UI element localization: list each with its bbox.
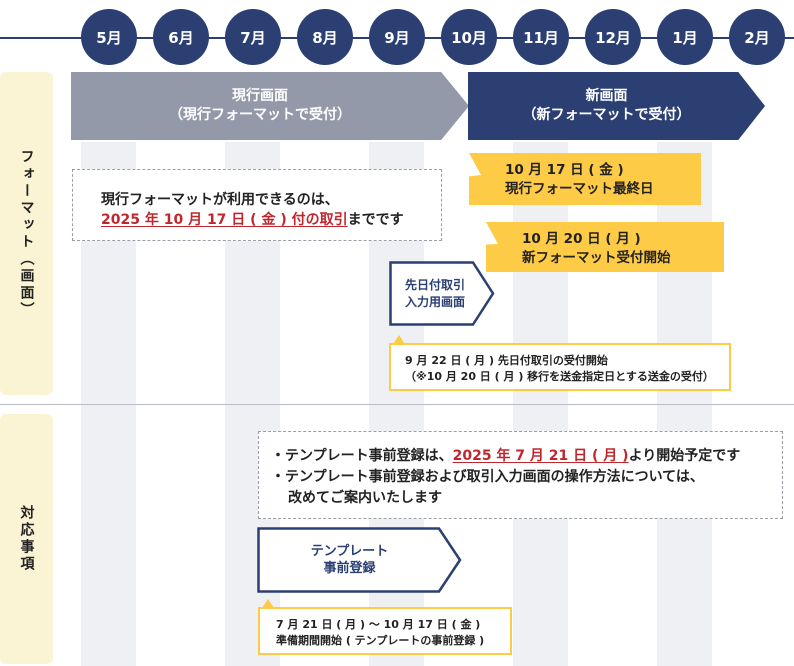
format-note-deadline: 2025 年 10 月 17 日 ( 金 ) 付の取引	[101, 212, 348, 228]
start-callout: 10 月 20 日 ( 月 ) 新フォーマット受付開始	[486, 222, 724, 272]
template-note-line1: 7 月 21 日 ( 月 ) 〜 10 月 17 日 ( 金 )	[276, 618, 481, 631]
template-outline	[257, 527, 462, 593]
month-marker: 9月	[369, 9, 425, 65]
month-marker: 1月	[657, 9, 713, 65]
month-marker: 5月	[81, 9, 137, 65]
month-marker: 8月	[297, 9, 353, 65]
last-day-label: 現行フォーマット最終日	[505, 181, 654, 197]
section-divider	[0, 404, 794, 405]
new-screen-phase: 新画面 （新フォーマットで受付）	[468, 72, 765, 140]
format-note: 現行フォーマットが利用できるのは、 2025 年 10 月 17 日 ( 金 )…	[72, 169, 442, 241]
format-note-line1: 現行フォーマットが利用できるのは、	[101, 192, 339, 208]
template-note-line2: 準備期間開始 ( テンプレートの事前登録 )	[276, 634, 485, 647]
response-b2-line1: ・テンプレート事前登録および取引入力画面の操作方法については、	[271, 469, 704, 485]
response-b1-suffix: より開始予定です	[628, 448, 741, 464]
template-box: テンプレート 事前登録	[257, 527, 462, 593]
response-b2-line2: 改めてご案内いたします	[288, 490, 442, 506]
current-screen-title: 現行画面	[232, 88, 288, 104]
template-line1: テンプレート	[310, 544, 389, 559]
month-marker: 7月	[225, 9, 281, 65]
side-label-format: フォーマット（画面）	[0, 72, 53, 395]
start-label: 新フォーマット受付開始	[522, 250, 671, 266]
template-note: 7 月 21 日 ( 月 ) 〜 10 月 17 日 ( 金 ) 準備期間開始 …	[258, 607, 512, 655]
future-screen-box: 先日付取引 入力用画面	[389, 261, 495, 326]
side-label-format-text: フォーマット（画面）	[18, 148, 35, 319]
response-note: ・テンプレート事前登録は、2025 年 7 月 21 日 ( 月 )より開始予定…	[258, 431, 783, 519]
month-marker: 11月	[513, 9, 569, 65]
current-screen-subtitle: （現行フォーマットで受付）	[169, 107, 351, 123]
future-note-pointer	[393, 335, 405, 344]
future-screen-outline	[389, 261, 495, 326]
response-b1-prefix: ・テンプレート事前登録は、	[271, 448, 453, 464]
future-screen-line1: 先日付取引	[404, 277, 465, 292]
future-note: 9 月 22 日 ( 月 ) 先日付取引の受付開始 （※10 月 20 日 ( …	[389, 343, 731, 391]
month-marker: 6月	[153, 9, 209, 65]
start-date: 10 月 20 日 ( 月 )	[522, 231, 641, 247]
future-note-line2: （※10 月 20 日 ( 月 ) 移行を送金指定日とする送金の受付）	[405, 370, 714, 383]
side-label-response: 対応事項	[0, 414, 53, 664]
current-screen-phase: 現行画面 （現行フォーマットで受付）	[71, 72, 469, 140]
future-note-line1: 9 月 22 日 ( 月 ) 先日付取引の受付開始	[405, 354, 608, 367]
last-day-date: 10 月 17 日 ( 金 )	[505, 162, 624, 178]
format-note-suffix: までです	[347, 212, 404, 228]
template-note-pointer	[262, 599, 274, 608]
side-label-response-text: 対応事項	[18, 505, 35, 573]
new-screen-subtitle: （新フォーマットで受付）	[522, 107, 691, 123]
month-marker: 10月	[441, 9, 497, 65]
month-marker: 12月	[585, 9, 641, 65]
last-day-callout: 10 月 17 日 ( 金 ) 現行フォーマット最終日	[469, 153, 701, 205]
future-screen-line2: 入力用画面	[404, 294, 465, 309]
template-line2: 事前登録	[323, 561, 376, 576]
new-screen-title: 新画面	[585, 88, 628, 104]
month-marker: 2月	[729, 9, 785, 65]
response-b1-date: 2025 年 7 月 21 日 ( 月 )	[452, 448, 629, 464]
